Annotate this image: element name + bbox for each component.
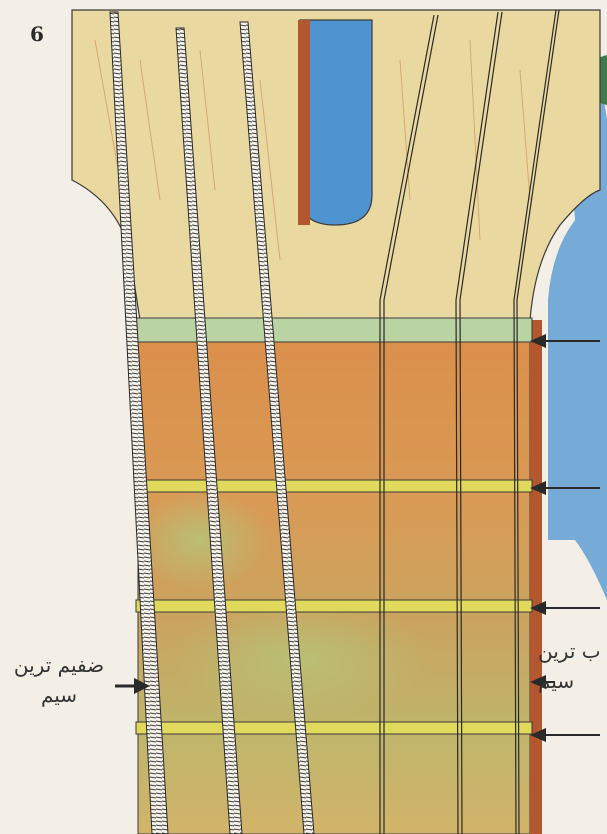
page-number: 6: [30, 22, 44, 46]
fret-wire-1: [136, 480, 532, 492]
thickest-string-label: ضفيم ترين سيم: [8, 650, 110, 710]
slot-edge: [298, 20, 310, 225]
thickest-string-label-line1: ضفيم ترين: [8, 650, 110, 680]
fretboard-right-edge: [530, 320, 542, 834]
thinnest-string-label: ب ترين سيم: [538, 636, 607, 696]
thinnest-string-label-line1: ب ترين: [538, 636, 607, 666]
thickest-string-label-line2: سيم: [8, 680, 110, 710]
thinnest-string-label-line2: سيم: [538, 666, 607, 696]
fret-wire-3: [136, 722, 532, 734]
fret-wire-2: [136, 600, 532, 612]
headstock-slot: [300, 20, 372, 225]
